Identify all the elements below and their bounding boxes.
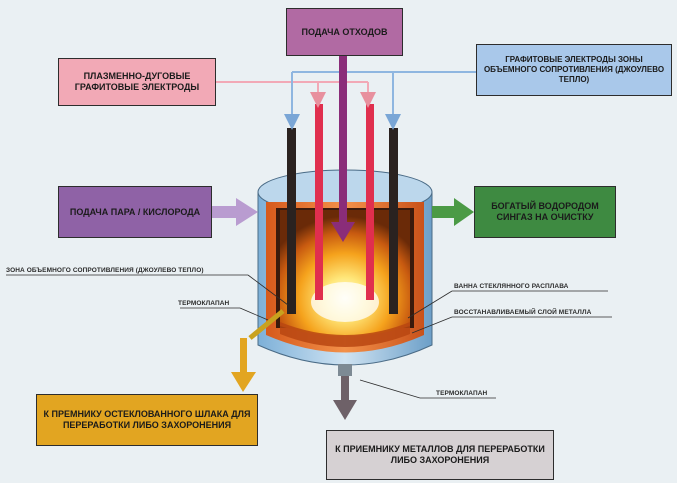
plasma-electrodes-box: ПЛАЗМЕННО-ДУГОВЫЕ ГРАФИТОВЫЕ ЭЛЕКТРОДЫ xyxy=(58,58,216,106)
metal-receiver-box: К ПРИЕМНИКУ МЕТАЛЛОВ ДЛЯ ПЕРЕРАБОТКИ ЛИБ… xyxy=(326,430,554,480)
syngas-box: БОГАТЫЙ ВОДОРОДОМ СИНГАЗ НА ОЧИСТКУ xyxy=(474,186,616,238)
joule-electrodes-box: ГРАФИТОВЫЕ ЭЛЕКТРОДЫ ЗОНЫ ОБЪЕМНОГО СОПР… xyxy=(476,44,672,96)
syngas-arrow-icon xyxy=(432,198,474,226)
waste-feed-arrow xyxy=(331,56,355,242)
slag-arrow-icon xyxy=(231,338,256,392)
thermovalve-arm xyxy=(248,309,285,340)
glass-melt-label: ВАННА СТЕКЛЯННОГО РАСПЛАВА xyxy=(454,283,569,290)
thermovalve-bottom-label: ТЕРМОКЛАПАН xyxy=(436,390,488,397)
metal-layer-label: ВОССТАНАВЛИВАЕМЫЙ СЛОЙ МЕТАЛЛА xyxy=(454,309,592,316)
melt-zone xyxy=(280,210,410,347)
joule-feed-lines xyxy=(284,71,476,130)
thermovalve-left-label: ТЕРМОКЛАПАН xyxy=(178,300,230,307)
graphite-electrodes xyxy=(287,104,398,314)
joule-zone-label: ЗОНА ОБЪЕМНОГО СОПРОТИВЛЕНИЯ (ДЖОУЛЕВО Т… xyxy=(6,267,204,274)
slag-receiver-box: К ПРЕМНИКУ ОСТЕКЛОВАННОГО ШЛАКА ДЛЯ ПЕРЕ… xyxy=(36,394,258,446)
leader-lines xyxy=(6,274,612,399)
metal-arrow-icon xyxy=(333,376,357,420)
waste-feed-box: ПОДАЧА ОТХОДОВ xyxy=(286,8,403,56)
steam-oxygen-box: ПОДАЧА ПАРА / КИСЛОРОДА xyxy=(58,186,212,238)
steam-arrow-icon xyxy=(212,198,258,226)
